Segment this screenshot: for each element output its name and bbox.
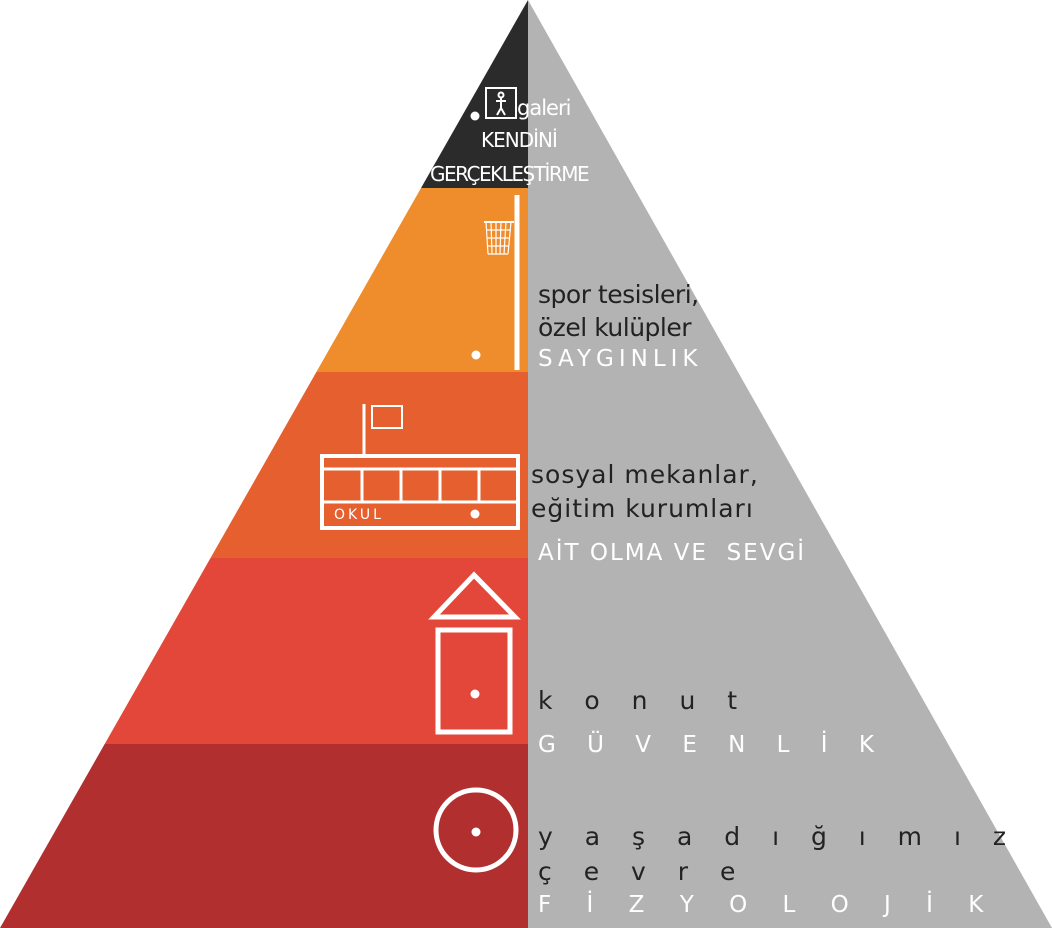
place-label-environment-line1: y a ş a d ı ğ ı m ı z	[538, 822, 1018, 851]
school-sign-text: OKUL	[334, 507, 384, 523]
place-label-gallery: galeri	[517, 96, 571, 120]
need-label-self-actualization-line2: GERÇEKLEŞTİRME	[430, 162, 590, 186]
gallery-person-icon	[485, 87, 517, 119]
marker-dot	[470, 689, 480, 699]
band-esteem	[0, 188, 528, 372]
marker-dot	[471, 350, 481, 360]
place-label-social-line2: eğitim kurumları	[531, 494, 754, 523]
place-label-social-line1: sosyal mekanlar,	[531, 460, 759, 489]
need-label-belonging: AİT OLMA VE SEVGİ	[538, 540, 807, 566]
band-safety	[0, 558, 528, 744]
circle-environment-icon	[433, 787, 519, 873]
band-physiological	[0, 744, 528, 928]
place-label-sports-line1: spor tesisleri,	[538, 280, 699, 309]
marker-dot	[470, 111, 480, 121]
need-label-physiological: F İ Z Y O L O J İ K	[538, 892, 998, 918]
need-label-self-actualization-line1: KENDİNİ	[481, 128, 558, 152]
need-label-esteem: SAYGINLIK	[538, 346, 703, 372]
need-label-safety: G Ü V E N L İ K	[538, 732, 886, 758]
place-label-environment-line2: ç e v r e	[538, 857, 748, 886]
house-icon	[428, 571, 521, 735]
basketball-hoop-icon	[484, 195, 520, 370]
place-label-sports-line2: özel kulüpler	[538, 313, 692, 342]
place-label-housing: k o n u t	[538, 686, 750, 715]
marker-dot	[470, 509, 480, 519]
band-belonging	[0, 372, 528, 558]
band-self-actualization	[0, 0, 528, 188]
school-building-icon	[320, 404, 520, 530]
